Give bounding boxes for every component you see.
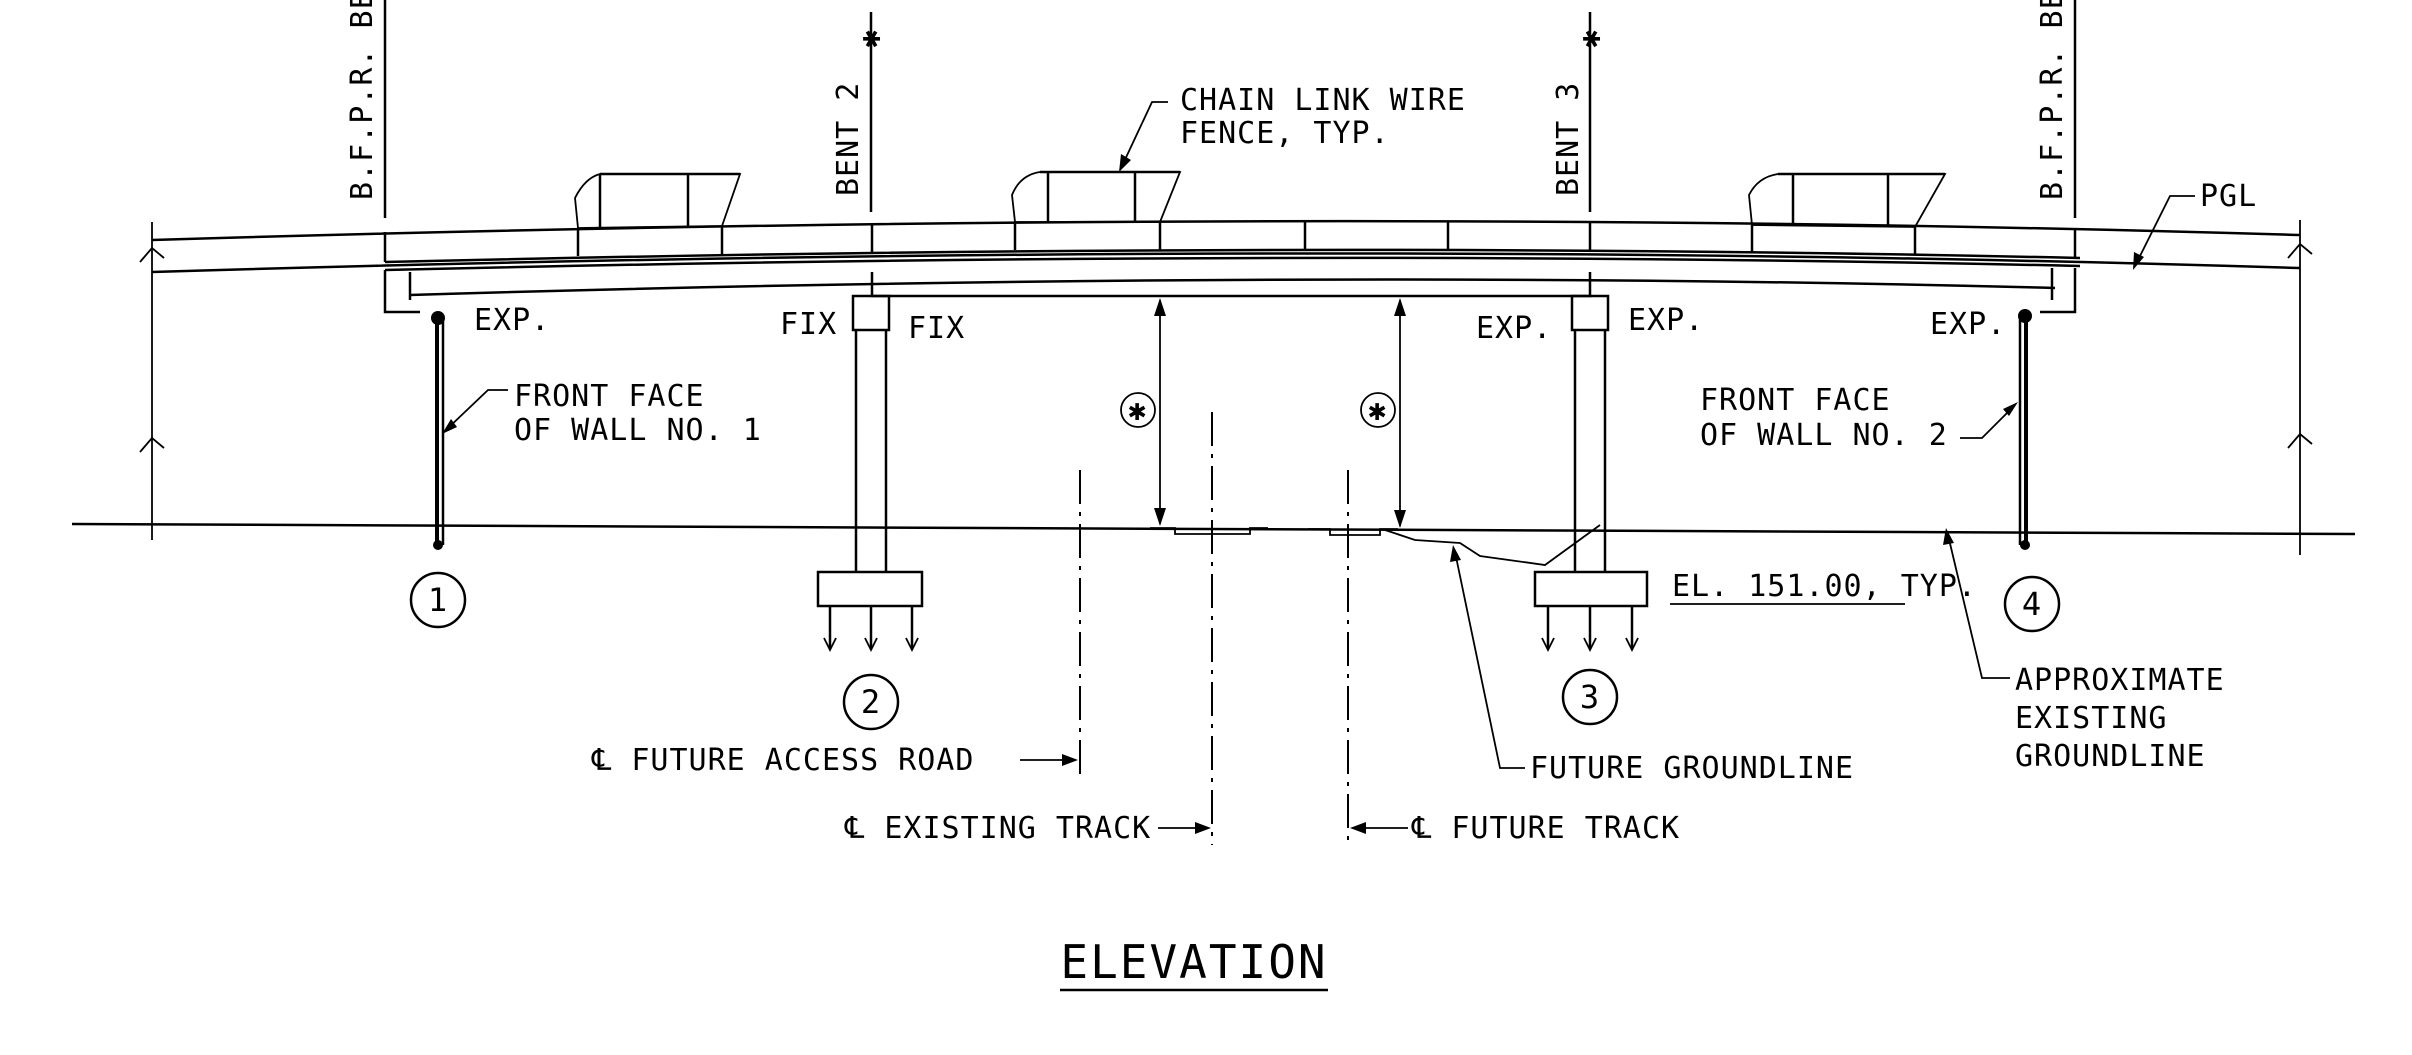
bent-2-pier: [816, 294, 924, 653]
svg-text:2: 2: [861, 683, 881, 721]
wall-1: [431, 311, 445, 550]
clearance-dimension-right: [1360, 298, 1406, 528]
fence-panel-center: [1011, 170, 1182, 223]
bent-label-3: BENT 3: [1551, 82, 1586, 196]
track-rails: [1150, 527, 1398, 536]
clearance-dimension-left: [1120, 298, 1166, 526]
fix-label-left: FIX: [780, 307, 837, 342]
leaders: [442, 101, 2195, 834]
support-number-3: 3: [1561, 668, 1619, 726]
clearance-mark-left: ✱: [1128, 393, 1147, 428]
bent-label-bfpr-left: B.F.P.R. BENT 1: [345, 0, 380, 200]
fence-panel-right: [1748, 172, 1947, 228]
bent-3-pier: [1533, 294, 1649, 653]
exp-label-4: EXP.: [1930, 307, 2006, 342]
pgl-label: PGL: [2200, 179, 2257, 214]
support-number-4: 4: [2003, 575, 2061, 633]
approx-ground-line-2: EXISTING: [2015, 701, 2168, 736]
wall-2-label-line-1: FRONT FACE: [1700, 383, 1891, 418]
clearance-mark-right: ✱: [1368, 393, 1387, 428]
svg-text:4: 4: [2022, 585, 2042, 623]
elevation-note: EL. 151.00, TYP.: [1672, 569, 1977, 604]
drawing-title: ELEVATION: [1060, 935, 1327, 989]
bent-label-2: BENT 2: [831, 82, 866, 196]
fence-label-line-1: CHAIN LINK WIRE: [1180, 83, 1466, 118]
support-number-1: 1: [409, 571, 467, 629]
exp-label-2: EXP.: [1476, 311, 1552, 346]
future-track-label: ℄ FUTURE TRACK: [1411, 811, 1680, 846]
approx-ground-line-1: APPROXIMATE: [2015, 663, 2225, 698]
svg-text:3: 3: [1580, 678, 1600, 716]
future-groundline-label: FUTURE GROUNDLINE: [1530, 751, 1854, 786]
wall-1-label-line-2: OF WALL NO. 1: [514, 413, 762, 448]
exp-label-1: EXP.: [474, 303, 550, 338]
fix-label-right: FIX: [908, 311, 965, 346]
bent-mark-2: ✱: [853, 29, 888, 48]
bent-label-bfpr-right: B.F.P.R. BENT 4: [2035, 0, 2070, 200]
fence-panel-left: [574, 172, 742, 229]
svg-text:1: 1: [428, 581, 448, 619]
support-number-2: 2: [842, 673, 900, 731]
bridge-deck: [139, 219, 2313, 555]
wall-2-label-line-2: OF WALL NO. 2: [1700, 418, 1948, 453]
access-road-label: ℄ FUTURE ACCESS ROAD: [591, 743, 974, 778]
wall-1-label-line-1: FRONT FACE: [514, 379, 705, 414]
existing-groundline: [71, 522, 2356, 536]
exp-label-3: EXP.: [1628, 303, 1704, 338]
approx-ground-line-3: GROUNDLINE: [2015, 739, 2206, 774]
bent-mark-3: ✱: [1573, 29, 1608, 48]
existing-track-label: ℄ EXISTING TRACK: [844, 811, 1151, 846]
wall-2: [2018, 309, 2032, 550]
future-groundline: [1384, 524, 1601, 566]
fence-label-line-2: FENCE, TYP.: [1180, 116, 1390, 151]
